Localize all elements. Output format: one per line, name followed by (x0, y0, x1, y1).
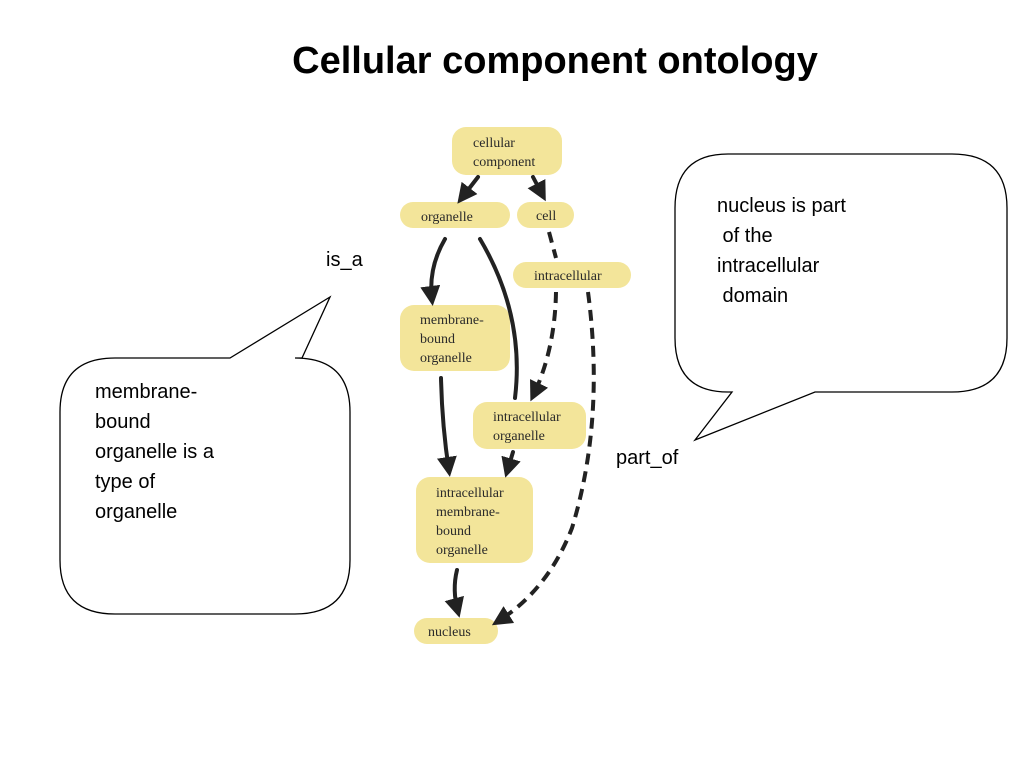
right-callout-line: domain (717, 285, 789, 307)
right-callout-line: intracellular (717, 255, 820, 277)
node-cell-bg (517, 202, 574, 228)
node-intracellular-bg (513, 262, 631, 288)
node-imbo-label: intracellular (436, 486, 504, 501)
edge-membrane-bound-to-organelle (420, 237, 447, 306)
node-nucleus-bg (414, 618, 498, 644)
node-cellular-component-label: component (473, 155, 535, 170)
right-callout-bubble (674, 153, 1008, 442)
right-callout-text: nucleus is part of the intracellular dom… (717, 191, 846, 311)
left-callout-line: organelle (95, 501, 178, 523)
node-organelle-bg (400, 202, 510, 228)
node-membrane-bound-organelle-label: organelle (420, 351, 472, 366)
node-membrane-bound-organelle-bg (400, 305, 510, 371)
edge-cell-to-cellular-component (527, 175, 546, 202)
edge-imbo-to-intracellular-organelle (501, 450, 521, 478)
left-callout-text: membrane- bound organelle is a type of o… (95, 377, 214, 527)
edge-organelle-to-cellular-component (457, 175, 480, 204)
right-callout-line: nucleus is part (717, 195, 846, 217)
edge-nucleus-to-imbo (444, 568, 464, 618)
node-imbo-label: bound (436, 524, 471, 539)
node-membrane-bound-organelle-label: bound (420, 332, 455, 347)
node-intracellular-membrane-bound-organelle-bg (416, 477, 533, 563)
node-membrane-bound-organelle-label: membrane- (420, 313, 484, 328)
is-a-edges (420, 175, 546, 618)
is-a-label: is_a (326, 249, 363, 271)
part-of-edges (491, 231, 596, 626)
left-callout-line: membrane- (95, 381, 198, 403)
right-callout-line: of the (717, 225, 773, 247)
left-callout-bubble (59, 295, 351, 615)
node-cell-label: cell (536, 209, 556, 224)
node-intracellular-organelle-label: intracellular (493, 410, 561, 425)
node-intracellular-organelle-label: organelle (493, 429, 545, 444)
part-of-label: part_of (616, 447, 679, 469)
node-intracellular-organelle-bg (473, 402, 586, 449)
node-backgrounds (400, 127, 631, 644)
node-intracellular-label: intracellular (534, 269, 602, 284)
edge-nucleus-to-intracellular (491, 291, 596, 626)
node-imbo-label: membrane- (436, 505, 500, 520)
edge-intracellular-organelle-to-intracellular (530, 291, 558, 402)
node-imbo-label: organelle (436, 543, 488, 558)
left-callout-line: bound (95, 411, 151, 433)
node-cellular-component-bg (452, 127, 562, 175)
node-cellular-component-label: cellular (473, 136, 515, 151)
slide-title: Cellular component ontology (292, 40, 818, 82)
left-callout-line: type of (95, 471, 156, 493)
edge-intracellular-to-cell (547, 231, 558, 259)
edge-imbo-to-membrane-bound (437, 376, 457, 477)
node-organelle-label: organelle (421, 210, 473, 225)
edge-intracellular-organelle-to-organelle (478, 237, 519, 400)
node-labels: cellular component organelle cell intrac… (420, 136, 602, 640)
node-nucleus-label: nucleus (428, 625, 471, 640)
left-callout-line: organelle is a (95, 441, 214, 463)
